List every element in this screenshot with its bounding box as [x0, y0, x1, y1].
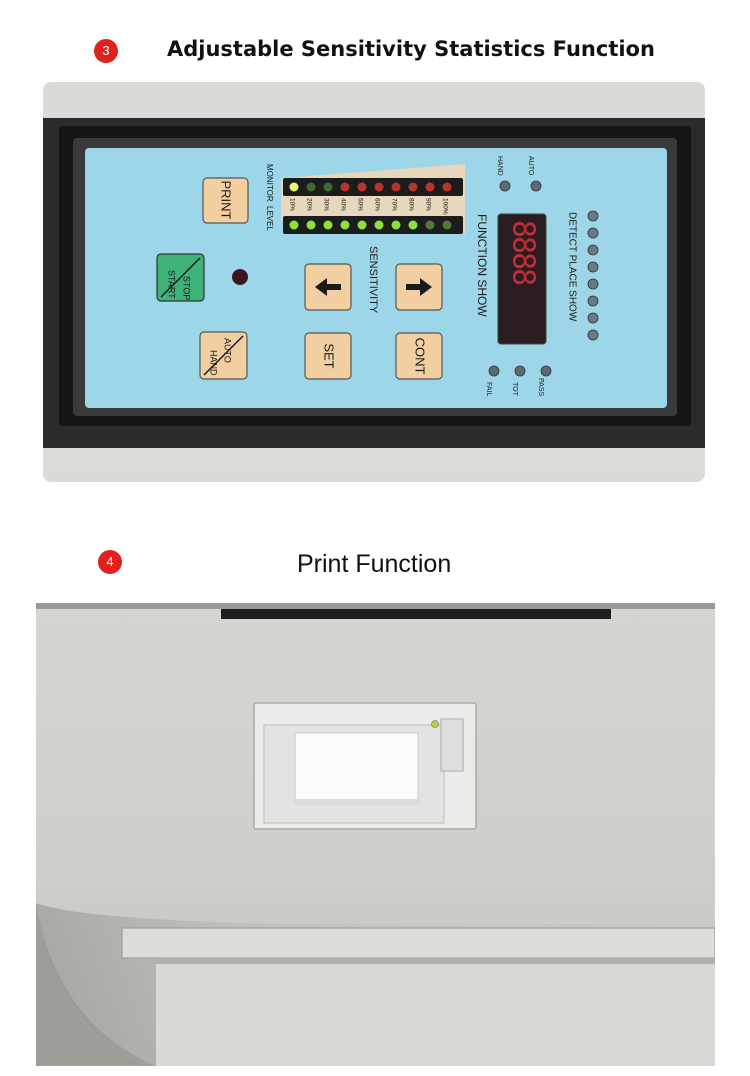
display-digits: 8888: [506, 220, 541, 285]
print-button[interactable]: PRINT: [202, 177, 249, 224]
set-button[interactable]: SET: [304, 332, 352, 380]
scale-tick-label: 60%: [373, 198, 380, 211]
paper-slot: [294, 732, 419, 804]
detect-place-led: [587, 244, 599, 256]
monitor-led: [442, 182, 452, 192]
detect-place-led: [587, 329, 599, 341]
monitor-led: [340, 182, 350, 192]
level-label: LEVEL: [265, 206, 274, 231]
thermal-printer-module: [253, 702, 477, 830]
section-title: Adjustable Sensitivity Statistics Functi…: [167, 37, 655, 61]
level-led: [357, 220, 367, 230]
status-indicator: [232, 269, 248, 285]
scale-tick-label: 10%: [288, 198, 295, 211]
scale-tick-label: 80%: [407, 198, 414, 211]
monitor-led: [425, 182, 435, 192]
set-button-label: SET: [322, 343, 337, 368]
printer-photo: [36, 603, 715, 1066]
tot-indicator-led: [514, 365, 526, 377]
scale-tick-label: 50%: [356, 198, 363, 211]
hand-indicator-led: [499, 180, 511, 192]
section-number-badge: 3: [94, 39, 118, 63]
auto-hand-button[interactable]: AUTO HAND: [199, 331, 248, 380]
scale-tick-label: 100%: [441, 198, 448, 215]
paper-feed-button: [440, 718, 464, 772]
auto-indicator-label: AUTO: [527, 156, 534, 176]
detect-place-leds: [587, 210, 599, 341]
scale-tick-label: 30%: [322, 198, 329, 211]
hand-label: HAND: [209, 350, 219, 376]
monitor-label: MONITOR: [265, 164, 274, 202]
scale-tick-label: 70%: [390, 198, 397, 211]
pass-indicator-led: [540, 365, 552, 377]
monitor-led: [357, 182, 367, 192]
level-led: [374, 220, 384, 230]
monitor-led: [408, 182, 418, 192]
auto-label: AUTO: [223, 338, 233, 363]
auto-indicator-led: [530, 180, 542, 192]
monitor-led: [374, 182, 384, 192]
tot-label: TOT: [511, 382, 518, 397]
section-4-heading: 4 Print Function: [0, 548, 750, 588]
cont-button-label: CONT: [413, 338, 428, 375]
function-show-label: FUNCTION SHOW: [475, 214, 489, 317]
sensitivity-label: SENSITIVITY: [367, 246, 379, 314]
power-indicator-led: [431, 720, 439, 728]
increase-sensitivity-button[interactable]: [395, 263, 443, 311]
level-led: [442, 220, 452, 230]
monitor-led: [323, 182, 333, 192]
scale-tick-label: 90%: [424, 198, 431, 211]
control-panel-photo: PRINT START STOP AUTO HAND: [43, 82, 705, 482]
arrow-left-icon: [315, 278, 341, 296]
scale-tick-label: 20%: [305, 198, 312, 211]
detect-place-led: [587, 261, 599, 273]
detect-place-led: [587, 227, 599, 239]
scale-tick-label: 40%: [339, 198, 346, 211]
level-led: [408, 220, 418, 230]
level-led: [289, 220, 299, 230]
level-led: [340, 220, 350, 230]
monitor-led: [289, 182, 299, 192]
level-led: [425, 220, 435, 230]
hand-indicator-label: HAND: [496, 156, 503, 176]
section-3-heading: 3 Adjustable Sensitivity Statistics Func…: [0, 30, 750, 70]
detect-place-led: [587, 278, 599, 290]
print-button-label: PRINT: [219, 181, 234, 220]
start-label: START: [167, 270, 177, 299]
level-meter: 10%20%30%40%50%60%70%80%90%100% MONITOR …: [265, 164, 465, 234]
fail-label: FAIL: [485, 382, 492, 397]
section-number-badge: 4: [98, 550, 122, 574]
seven-segment-display: 8888: [497, 213, 547, 345]
output-tray: [121, 927, 715, 959]
level-led: [306, 220, 316, 230]
level-led: [323, 220, 333, 230]
monitor-led: [306, 182, 316, 192]
monitor-led: [391, 182, 401, 192]
pass-label: PASS: [537, 378, 544, 396]
arrow-right-icon: [406, 278, 432, 296]
start-stop-button[interactable]: START STOP: [156, 253, 205, 302]
decrease-sensitivity-button[interactable]: [304, 263, 352, 311]
detect-place-led: [587, 312, 599, 324]
detect-place-led: [587, 295, 599, 307]
level-led: [391, 220, 401, 230]
section-title: Print Function: [297, 550, 452, 578]
detect-place-led: [587, 210, 599, 222]
fail-indicator-led: [488, 365, 500, 377]
detect-place-show-label: DETECT PLACE SHOW: [566, 212, 577, 322]
stop-label: STOP: [182, 276, 192, 300]
cont-button[interactable]: CONT: [395, 332, 443, 380]
